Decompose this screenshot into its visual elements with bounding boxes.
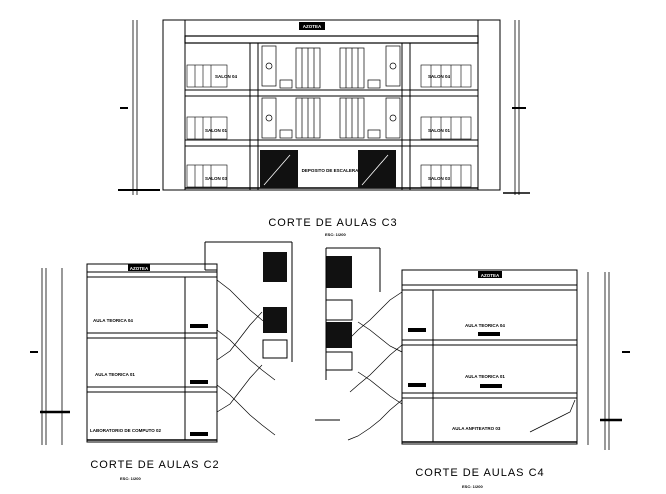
room-label: SALON 04: [215, 74, 238, 79]
level-markers-c3: [118, 20, 530, 195]
room-label: SALON 04: [428, 74, 451, 79]
room-label: AULA TEORICA 04: [93, 318, 133, 323]
section-scale: ESC: 1/200: [120, 476, 141, 481]
section-scale: ESC: 1/200: [462, 484, 483, 489]
section-c3: AZOTEA: [118, 19, 530, 237]
room-label: AULA TEORICA 01: [465, 374, 505, 379]
section-title: CORTE DE AULAS C3: [268, 217, 397, 229]
room-label: SALON 01: [205, 128, 228, 133]
room-label: LABORATORIO DE COMPUTO 02: [90, 428, 162, 433]
room-label: AULA TEORICA 04: [465, 323, 505, 328]
roof-label-box: [299, 22, 325, 30]
roof-label: AZOTEA: [303, 24, 322, 29]
room-label: AULA TEORICA 01: [95, 372, 135, 377]
stair-void-right: [358, 150, 396, 188]
section-title: CORTE DE AULAS C2: [90, 459, 219, 471]
section-c4: AZOTEA AULA TEORICA 04 AULA TEORICA 01 A…: [315, 247, 630, 489]
room-label: SALON 01: [428, 128, 451, 133]
roof-label: AZOTEA: [481, 273, 500, 278]
room-label: AULA ANFITEATRO 03: [452, 426, 501, 431]
roof-label: AZOTEA: [130, 266, 149, 271]
section-c2: AZOTEA AULA TEORICA 04 AULA TEORICA 01 L…: [30, 241, 293, 481]
stair-zigzag-c4: [347, 291, 403, 441]
stair-void-left: [260, 150, 298, 188]
room-label: SALON 03: [428, 176, 451, 181]
section-scale: ESC: 1/200: [325, 232, 346, 237]
room-label-center: DEPOSITO DE ESCALERA: [302, 168, 359, 173]
section-title: CORTE DE AULAS C4: [415, 467, 544, 479]
room-label: SALON 03: [205, 176, 228, 181]
